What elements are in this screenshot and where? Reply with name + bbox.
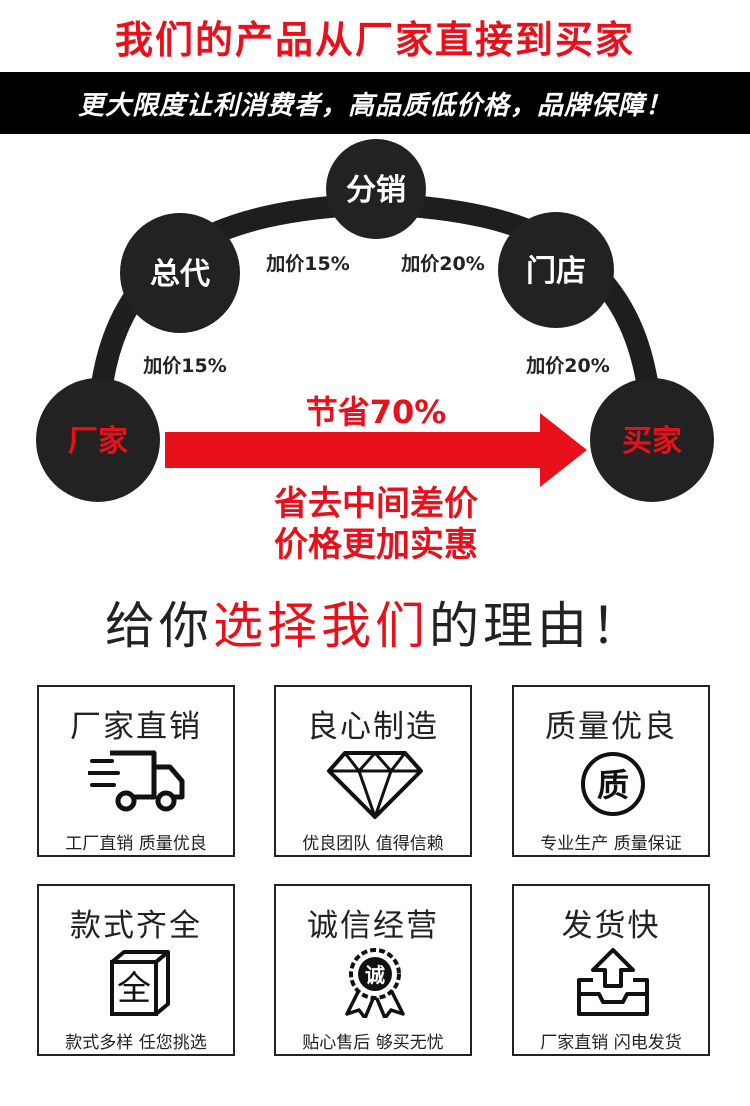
card-factory-direct: 厂家直销 工厂直销 质量优良 xyxy=(37,685,235,857)
promo-banner: 更大限度让利消费者，高品质低价格，品牌保障！ xyxy=(0,72,750,134)
card-subtitle: 厂家直销 闪电发货 xyxy=(540,1033,682,1053)
card-subtitle: 专业生产 质量保证 xyxy=(540,834,682,854)
card-title: 质量优良 xyxy=(545,709,677,745)
card-title: 诚信经营 xyxy=(307,908,439,944)
card-title: 厂家直销 xyxy=(70,709,202,745)
svg-text:诚: 诚 xyxy=(365,963,385,987)
node-store-label: 门店 xyxy=(526,254,586,289)
truck-icon xyxy=(88,750,185,812)
card-integrity-business: 诚信经营 诚 贴心售后 够买无忧 xyxy=(274,884,472,1056)
node-factory: 厂家 xyxy=(36,378,160,502)
svg-text:质: 质 xyxy=(597,766,629,804)
node-agent: 总代 xyxy=(120,213,240,333)
node-distributor-label: 分销 xyxy=(346,173,406,208)
card-title: 款式齐全 xyxy=(70,908,202,944)
card-fast-shipping: 发货快 厂家直销 闪电发货 xyxy=(512,884,710,1056)
savings-label: 节省70% xyxy=(306,393,447,431)
card-title: 良心制造 xyxy=(307,709,439,745)
node-agent-label: 总代 xyxy=(150,257,210,292)
node-factory-label: 厂家 xyxy=(68,424,128,459)
card-title: 发货快 xyxy=(561,908,661,944)
card-quality-excellent: 质量优良 质 专业生产 质量保证 xyxy=(512,685,710,857)
card-subtitle: 贴心售后 够买无忧 xyxy=(302,1033,444,1053)
reasons-headline: 给你选择我们的理由！ xyxy=(0,584,750,660)
card-subtitle: 工厂直销 质量优良 xyxy=(65,834,207,854)
markup-distributor-store: 加价20% xyxy=(400,253,484,275)
headline-part-1: 给你 xyxy=(105,597,213,655)
note-line-1: 省去中间差价 xyxy=(274,484,478,524)
card-full-styles: 款式齐全 全 款式多样 任您挑选 xyxy=(37,884,235,1056)
markup-agent-distributor: 加价15% xyxy=(265,253,349,275)
markup-store-buyer: 加价20% xyxy=(525,355,609,377)
node-buyer: 买家 xyxy=(590,378,714,502)
box-icon: 全 xyxy=(110,950,170,1016)
card-subtitle: 优良团队 值得信赖 xyxy=(302,834,444,854)
price-chain-diagram: 厂家 总代 分销 门店 买家 加价15% 加价15% 加价20% 加价20% 节… xyxy=(36,139,714,565)
award-ribbon-icon: 诚 xyxy=(345,948,405,1018)
savings-arrow xyxy=(165,413,587,487)
note-line-2: 价格更加实惠 xyxy=(274,525,478,565)
headline-part-2: 选择我们 xyxy=(213,597,429,655)
card-conscientious-made: 良心制造 优良团队 值得信赖 xyxy=(274,685,472,857)
diamond-icon xyxy=(327,750,423,819)
node-distributor: 分销 xyxy=(326,139,426,239)
markup-factory-agent: 加价15% xyxy=(142,355,226,377)
node-buyer-label: 买家 xyxy=(622,424,682,459)
upload-tray-icon xyxy=(577,948,649,1016)
svg-text:全: 全 xyxy=(117,969,151,1009)
card-subtitle: 款式多样 任您挑选 xyxy=(65,1033,207,1053)
quality-seal-icon: 质 xyxy=(581,752,645,816)
headline-part-3: 的理由！ xyxy=(429,597,645,655)
node-store: 门店 xyxy=(498,212,614,328)
page-title: 我们的产品从厂家直接到买家 xyxy=(114,17,635,62)
